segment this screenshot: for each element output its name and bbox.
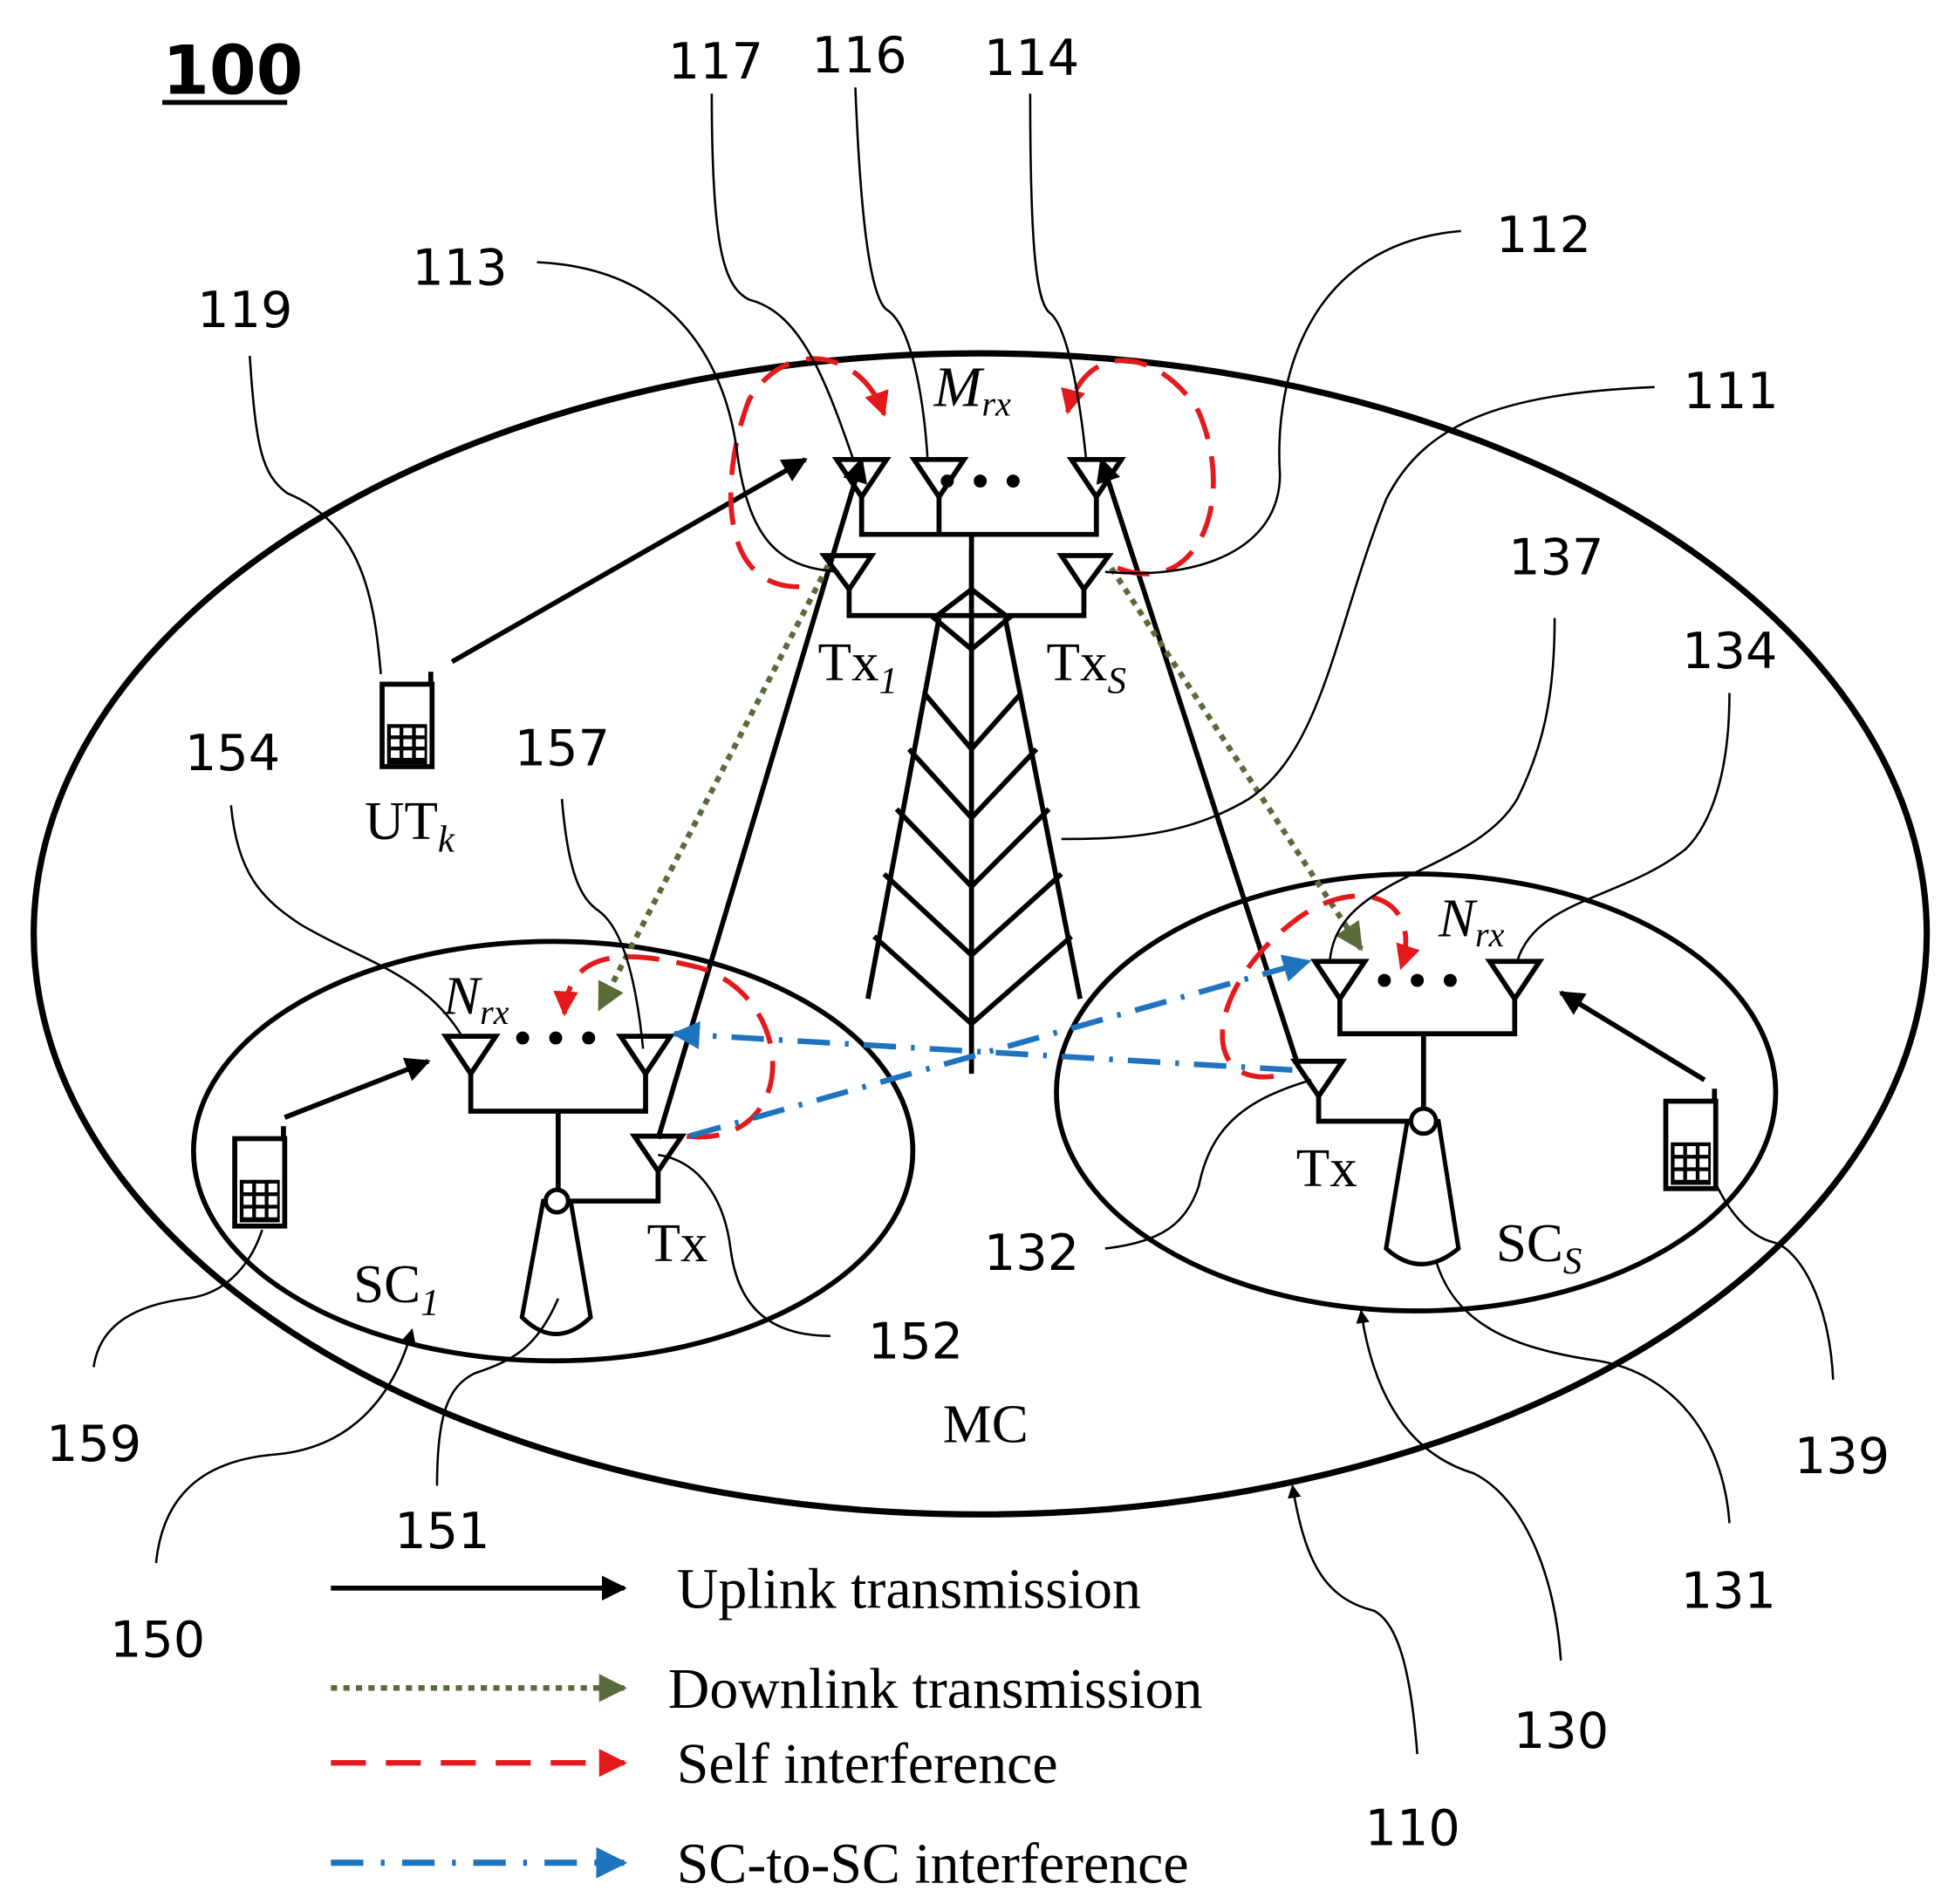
small-cell-s-nrx-label: Nrx [1438,888,1505,954]
leader-lines [92,87,1835,1755]
macro-tx-antennas [819,553,1114,618]
macro-cell-boundary [31,350,1931,1518]
small-cell-1-user-terminal-icon [232,1126,288,1229]
legend-uplink-label: Uplink transmission [677,1558,1141,1621]
self-interference-scs [1220,893,1420,1080]
antenna-icon [629,1133,687,1176]
ref-139: 139 [1794,1427,1890,1485]
ref-159: 159 [46,1415,141,1473]
legend-downlink-label: Downlink transmission [668,1657,1203,1721]
ref-157: 157 [515,720,610,778]
ref-131: 131 [1681,1562,1776,1621]
downlink-arrow-macro-to-scs [1109,566,1364,952]
macro-tx1-label: Tx1 [818,631,898,701]
small-cell-1-tx-label: Tx [646,1212,707,1273]
ref-110: 110 [1365,1799,1460,1858]
small-cell-1-boundary [191,938,916,1364]
macro-tower-icon [865,549,1083,1075]
legend-item-sc-to-sc: SC-to-SC interference [331,1832,1189,1896]
uplink-arrow-ut-to-scs [1558,990,1706,1082]
ellipsis-label: • • • [1375,950,1460,1011]
small-cell-s-boundary [1054,871,1779,1314]
small-cell-1-nrx-label: Nrx [442,965,509,1031]
antenna-icon [1289,1058,1348,1101]
small-cell-s-tx-antenna [1289,1058,1421,1124]
uplink-arrow-scs-to-macro [1096,457,1302,1068]
sc-to-sc-interference-sc1-to-scs [688,954,1312,1139]
self-interference-macro-tx1 [728,356,889,590]
legend-sc-to-sc-label: SC-to-SC interference [677,1832,1189,1896]
small-cell-s-tx-label: Tx [1296,1137,1357,1198]
uplink-arrow-ut-to-sc1 [284,1057,431,1120]
macro-txs-label: TxS [1047,631,1126,701]
ref-111: 111 [1684,362,1779,420]
ref-137: 137 [1508,528,1603,586]
macro-cell-label: MC [943,1393,1029,1454]
ref-130: 130 [1514,1702,1609,1760]
ref-116: 116 [811,26,906,85]
self-interference-macro-txs [1061,358,1216,577]
antenna-icon [441,1034,501,1079]
small-cell-s-rx-antennas [1309,959,1545,1118]
small-cell-1-rx-antennas [441,1034,676,1199]
legend-item-uplink: Uplink transmission [331,1558,1141,1621]
ref-132: 132 [984,1224,1079,1282]
small-cell-1-base-station-icon [519,1187,593,1337]
ref-119: 119 [197,281,292,339]
small-cell-s-label: SCS [1496,1212,1582,1282]
small-cell-1-label: SC1 [353,1253,440,1323]
antenna-icon [616,1034,676,1079]
macro-rx-label: Mrx [933,355,1011,423]
user-terminal-k-label: UTk [365,790,455,860]
ref-134: 134 [1682,622,1777,680]
legend-self-interference-label: Self interference [677,1732,1058,1796]
uplink-arrow-ut-to-macro [450,457,808,665]
downlink-arrow-macro-to-sc1 [597,564,830,1012]
ref-114: 114 [984,29,1079,87]
small-cell-1-tx-antenna [557,1133,687,1204]
ref-150: 150 [110,1611,205,1669]
antenna-icon [1485,959,1545,1004]
antenna-icon [1056,553,1114,594]
ref-152: 152 [868,1312,963,1370]
user-terminal-k-icon [379,672,435,769]
legend-item-self-interference: Self interference [331,1732,1058,1796]
antenna-icon [1309,959,1370,1004]
ref-151: 151 [394,1502,489,1560]
ref-154: 154 [185,724,280,782]
ref-117: 117 [668,32,763,91]
small-cell-s-user-terminal-icon [1663,1088,1719,1191]
antenna-icon [909,456,969,502]
legend: Uplink transmission Downlink transmissio… [331,1558,1202,1896]
small-cell-s-base-station-icon [1384,1106,1461,1266]
ref-112: 112 [1496,206,1591,264]
ellipsis-label: • • • [938,451,1023,512]
legend-item-downlink: Downlink transmission [331,1657,1202,1721]
ref-113: 113 [412,238,507,297]
figure-number: 100 [162,31,303,110]
ellipsis-label: • • • [513,1007,598,1068]
